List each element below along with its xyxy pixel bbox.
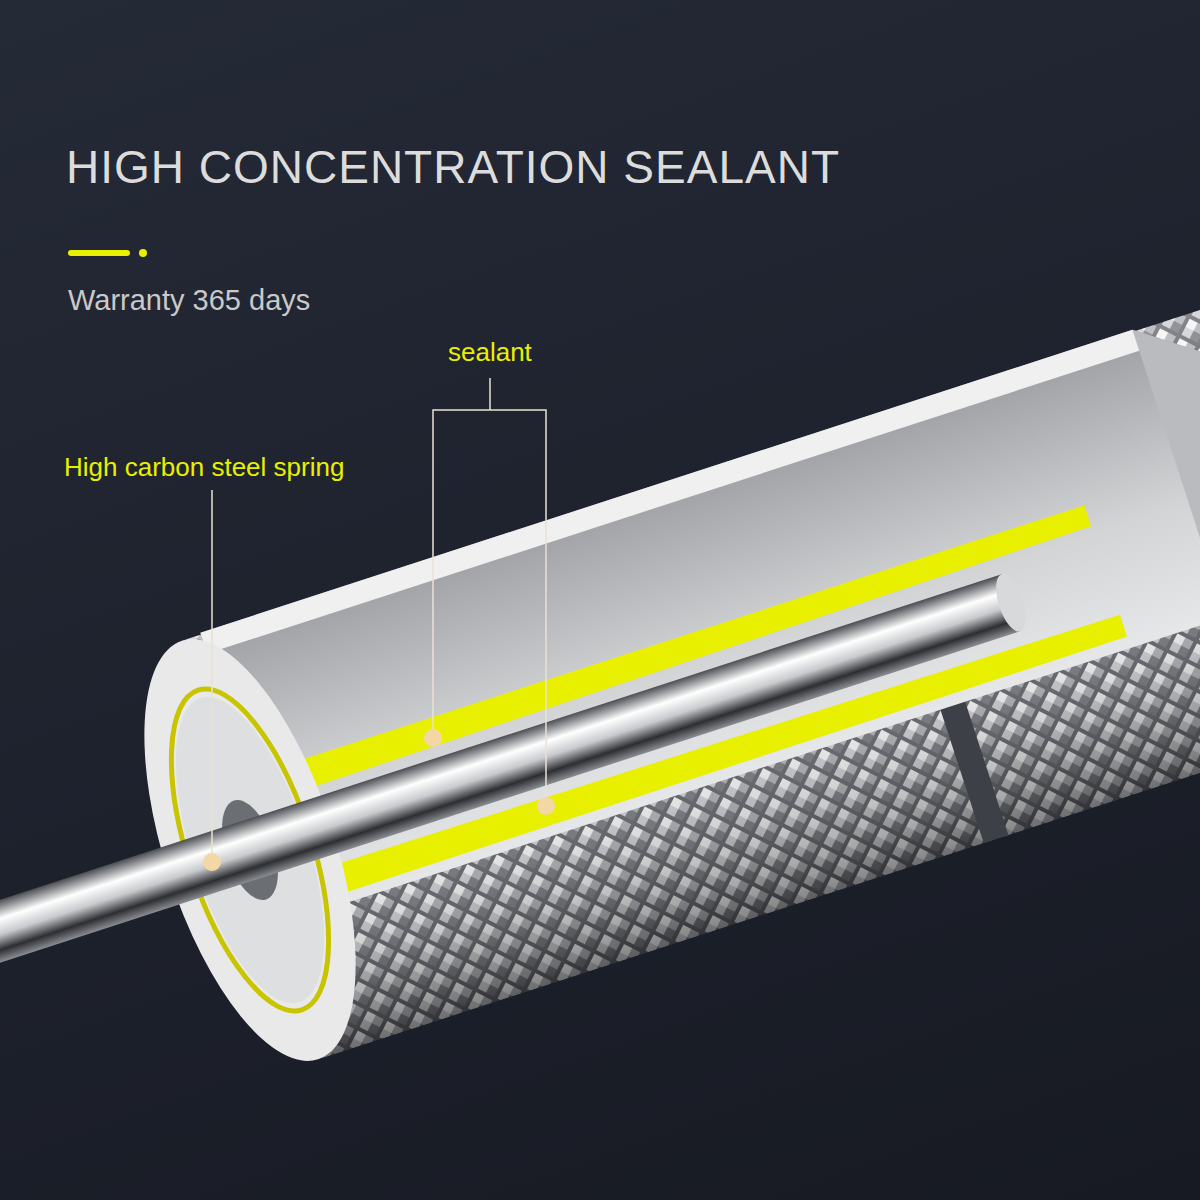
subtitle-note: Warranty 365 days (68, 284, 310, 317)
callout-label: High carbon steel spring (64, 452, 344, 483)
callout-label: sealant (448, 337, 532, 368)
page-title: HIGH CONCENTRATION SEALANT (66, 140, 840, 194)
